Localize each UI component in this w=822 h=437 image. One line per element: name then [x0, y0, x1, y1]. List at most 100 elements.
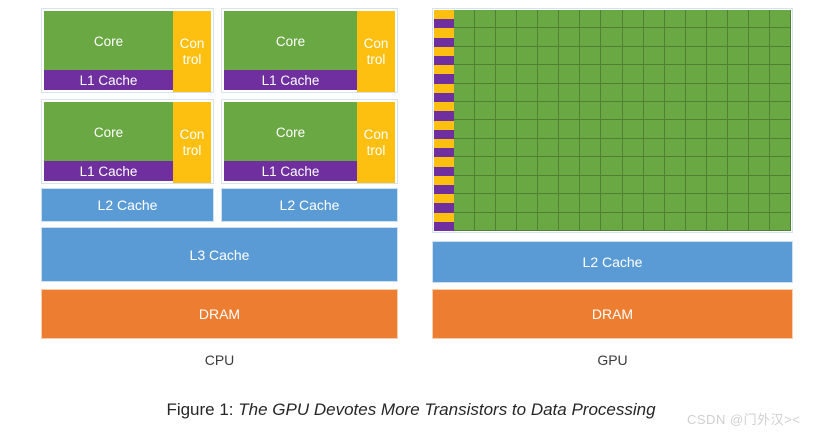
- gpu-core-cell: [580, 10, 602, 29]
- cpu-core-3-l1-cache-area: L1 Cache: [44, 161, 173, 181]
- gpu-core-cell: [706, 138, 728, 158]
- gpu-core-cell: [538, 157, 560, 176]
- gpu-panel: L2 Cache DRAM GPU: [432, 8, 793, 368]
- gpu-core-cell: [580, 46, 602, 66]
- gpu-panel-label: GPU: [597, 352, 628, 368]
- gpu-core-cell: [559, 212, 581, 231]
- figure-caption: Figure 1: The GPU Devotes More Transisto…: [0, 400, 822, 420]
- gpu-core-cell: [538, 28, 560, 47]
- gpu-core-cell: [727, 212, 749, 231]
- gpu-core-cell: [496, 157, 518, 176]
- cpu-l2-cache-left-label: L2 Cache: [97, 197, 158, 213]
- gpu-control-cache-pair: [434, 46, 454, 66]
- gpu-core-cell: [559, 194, 581, 213]
- gpu-core-cell: [496, 175, 518, 195]
- gpu-core-cell: [727, 46, 749, 66]
- gpu-core-cell: [706, 175, 728, 195]
- gpu-core-cell: [664, 102, 686, 121]
- gpu-core-cell: [538, 212, 560, 231]
- gpu-core-cell: [643, 83, 665, 103]
- gpu-core-cell: [454, 212, 476, 231]
- cpu-core-1-l1-cache-area: L1 Cache: [44, 70, 173, 90]
- gpu-core-cell: [706, 194, 728, 213]
- gpu-core-cells: [454, 10, 791, 231]
- cpu-l3-cache: L3 Cache: [41, 227, 398, 282]
- gpu-core-cell: [706, 65, 728, 84]
- gpu-core-cell: [538, 138, 560, 158]
- gpu-control-cache-column: [434, 10, 454, 232]
- gpu-core-cell: [517, 46, 539, 66]
- gpu-core-cell: [601, 83, 623, 103]
- cpu-core-block-2: Core Con trol L1 Cache: [221, 8, 398, 93]
- gpu-core-cell: [601, 65, 623, 84]
- gpu-core-cell: [685, 46, 707, 66]
- gpu-core-cell: [538, 46, 560, 66]
- gpu-core-cell: [685, 83, 707, 103]
- gpu-core-cell: [559, 157, 581, 176]
- gpu-core-cell: [748, 46, 770, 66]
- gpu-core-cell: [748, 212, 770, 231]
- cpu-core-1-core-label: Core: [93, 34, 124, 49]
- gpu-core-cell: [727, 28, 749, 47]
- gpu-core-cell: [748, 10, 770, 29]
- gpu-core-cell: [475, 138, 497, 158]
- gpu-core-cell: [517, 157, 539, 176]
- gpu-core-cell: [622, 120, 644, 139]
- gpu-core-cell: [559, 28, 581, 47]
- gpu-core-cell: [769, 175, 791, 195]
- gpu-core-cell: [643, 120, 665, 139]
- gpu-core-cell: [580, 120, 602, 139]
- gpu-control-segment: [434, 10, 454, 20]
- gpu-core-cell: [664, 157, 686, 176]
- gpu-core-grid: [432, 8, 793, 233]
- gpu-control-segment: [434, 212, 454, 222]
- gpu-core-cell: [496, 65, 518, 84]
- gpu-core-cell: [580, 212, 602, 231]
- gpu-core-cell: [748, 28, 770, 47]
- gpu-l1-cache-segment: [434, 92, 454, 103]
- gpu-core-cell: [475, 194, 497, 213]
- cpu-dram: DRAM: [41, 289, 398, 339]
- gpu-core-cell: [685, 28, 707, 47]
- gpu-core-cell: [727, 10, 749, 29]
- caption-prefix: Figure 1:: [166, 400, 234, 419]
- cpu-core-block-1: Core Con trol L1 Cache: [41, 8, 214, 93]
- gpu-core-cell: [622, 28, 644, 47]
- gpu-core-cell: [769, 83, 791, 103]
- gpu-core-cell: [748, 65, 770, 84]
- gpu-core-cell: [559, 102, 581, 121]
- gpu-control-cache-pair: [434, 138, 454, 158]
- gpu-dram: DRAM: [432, 289, 793, 339]
- gpu-core-cell: [538, 175, 560, 195]
- cpu-dram-label: DRAM: [198, 306, 241, 322]
- gpu-core-cell: [580, 157, 602, 176]
- gpu-core-cell: [685, 102, 707, 121]
- gpu-core-cell: [643, 46, 665, 66]
- gpu-core-cell: [538, 194, 560, 213]
- gpu-core-cell: [475, 120, 497, 139]
- gpu-core-cell: [664, 83, 686, 103]
- gpu-core-cell: [601, 138, 623, 158]
- gpu-control-segment: [434, 120, 454, 130]
- gpu-core-cell: [601, 194, 623, 213]
- gpu-l1-cache-segment: [434, 37, 454, 47]
- gpu-core-cell: [685, 212, 707, 231]
- gpu-core-cell: [601, 102, 623, 121]
- gpu-core-cell: [601, 175, 623, 195]
- gpu-l1-cache-segment: [434, 56, 454, 66]
- gpu-core-cell: [475, 102, 497, 121]
- cpu-core-4-core-label: Core: [275, 125, 306, 140]
- gpu-core-cell: [538, 102, 560, 121]
- gpu-core-cell: [748, 102, 770, 121]
- gpu-core-cell: [664, 212, 686, 231]
- gpu-core-cell: [727, 120, 749, 139]
- gpu-core-cell: [664, 194, 686, 213]
- gpu-core-cell: [748, 120, 770, 139]
- cpu-l2-cache-left: L2 Cache: [41, 188, 214, 222]
- gpu-core-cell: [664, 28, 686, 47]
- gpu-core-cell: [580, 28, 602, 47]
- gpu-dram-label: DRAM: [591, 306, 634, 322]
- gpu-core-cell: [580, 83, 602, 103]
- gpu-l1-cache-segment: [434, 129, 454, 139]
- gpu-control-segment: [434, 83, 454, 93]
